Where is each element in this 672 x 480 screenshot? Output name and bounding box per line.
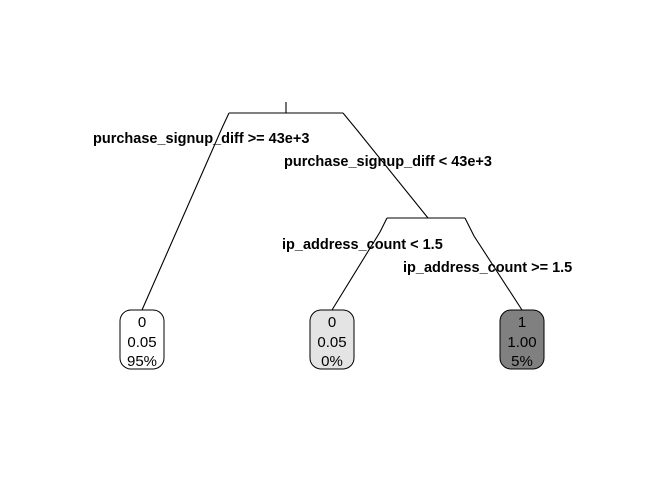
leaf-node-2-pct: 0% — [321, 353, 343, 370]
leaf-node-1-box — [119, 309, 165, 370]
root-right-split-label: purchase_signup_diff < 43e+3 — [284, 154, 492, 170]
leaf-node-3: 1 1.00 5% — [499, 309, 545, 370]
inner-left-branch — [331, 217, 388, 311]
leaf-node-2: 0 0.05 0% — [309, 309, 355, 370]
leaf-node-1-class: 0 — [138, 314, 146, 331]
inner-left-split-label: ip_address_count < 1.5 — [282, 237, 443, 253]
leaf-node-2-class: 0 — [328, 314, 336, 331]
leaf-node-3-box — [499, 309, 545, 370]
root-left-split-label: purchase_signup_diff >= 43e+3 — [93, 131, 309, 147]
root-right-branch — [342, 112, 429, 219]
leaf-node-2-box — [309, 309, 355, 370]
leaf-node-1-pct: 95% — [127, 353, 157, 370]
leaf-node-3-prob: 1.00 — [507, 334, 536, 351]
root-left-branch — [141, 112, 230, 311]
leaf-node-3-class: 1 — [518, 314, 526, 331]
leaf-node-1-prob: 0.05 — [127, 334, 156, 351]
leaf-node-1: 0 0.05 95% — [119, 309, 165, 370]
leaf-node-3-pct: 5% — [511, 353, 533, 370]
leaf-node-2-prob: 0.05 — [317, 334, 346, 351]
inner-right-branch — [464, 217, 523, 311]
inner-right-split-label: ip_address_count >= 1.5 — [403, 260, 572, 276]
